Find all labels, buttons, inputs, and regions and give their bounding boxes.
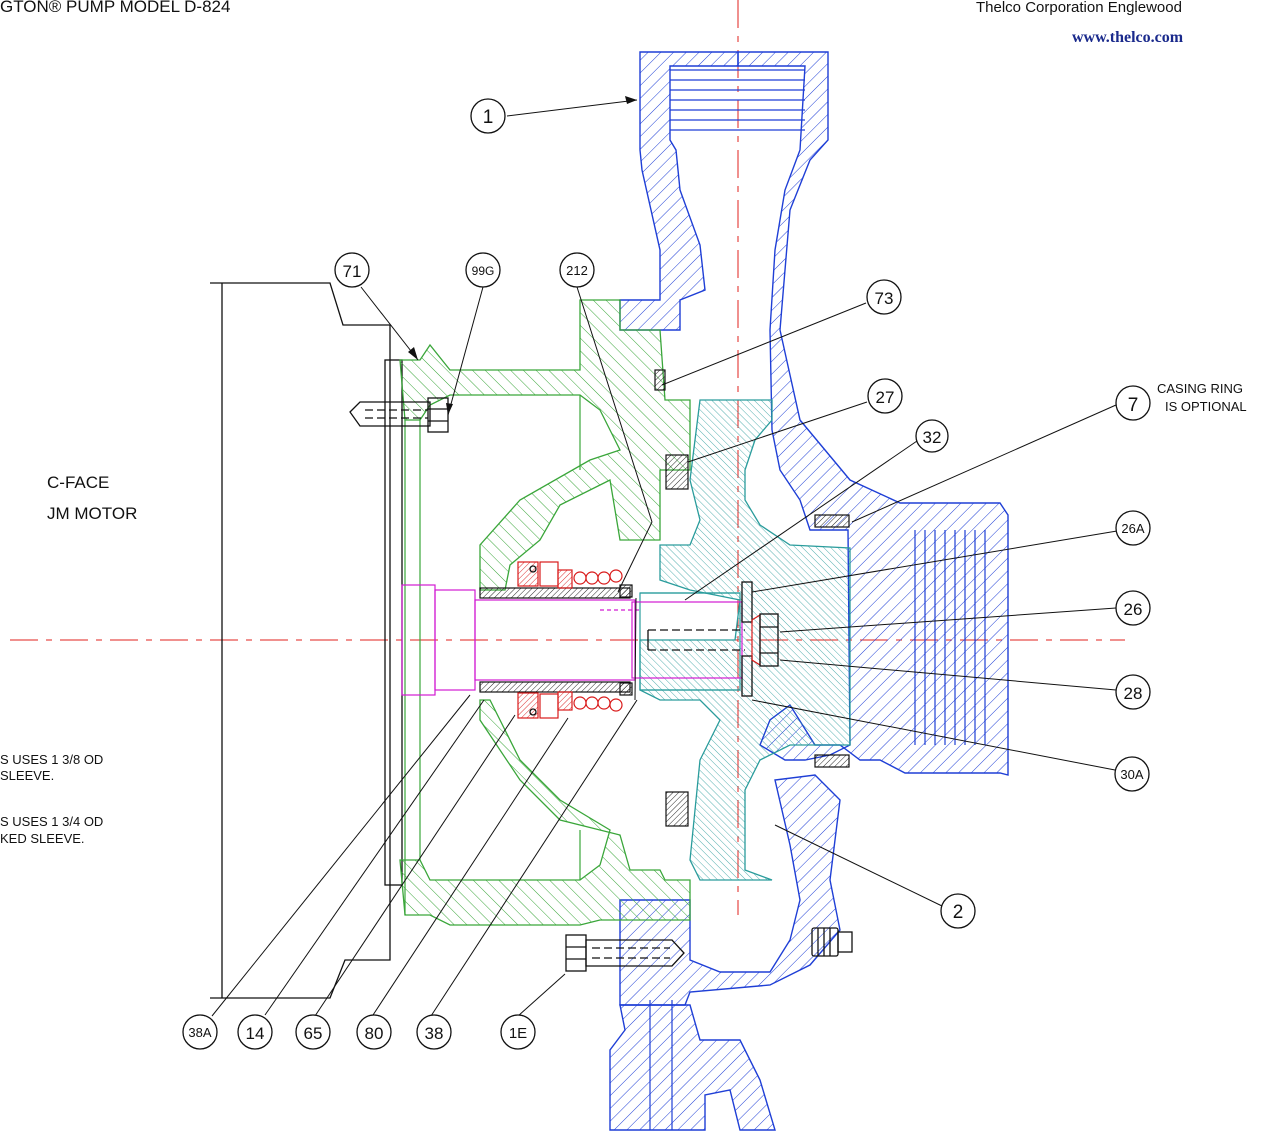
callout-80: 80: [356, 1014, 392, 1050]
svg-text:7: 7: [1128, 395, 1139, 416]
callout-14: 14: [237, 1014, 273, 1050]
callout-2: 2: [940, 893, 976, 929]
leader-lines: [211, 96, 1118, 1017]
callout-30a: 30A: [1114, 756, 1150, 792]
svg-text:65: 65: [304, 1024, 323, 1043]
callout-27: 27: [867, 378, 903, 414]
svg-text:28: 28: [1124, 684, 1143, 703]
svg-text:27: 27: [876, 388, 895, 407]
drain-plug: [811, 927, 853, 957]
svg-text:1: 1: [483, 107, 494, 128]
motor-label-line2: JM MOTOR: [47, 504, 137, 523]
svg-text:32: 32: [923, 428, 942, 447]
callout-1e: 1E: [500, 1014, 536, 1050]
callout-38a: 38A: [182, 1014, 218, 1050]
company-website[interactable]: www.thelco.com: [1072, 29, 1184, 46]
shaft-sleeve: [401, 584, 743, 696]
bolt-1e: [565, 934, 685, 972]
impeller-part-2: [639, 399, 851, 881]
callout-38: 38: [416, 1014, 452, 1050]
svg-text:212: 212: [566, 263, 588, 278]
adapter-part-71: [399, 299, 691, 926]
note-2-line2: KED SLEEVE.: [0, 831, 85, 846]
impeller-bolt-26: [647, 581, 779, 697]
callout-32: 32: [915, 419, 949, 453]
callout-71: 71: [334, 252, 370, 288]
motor-label-line1: C-FACE: [47, 473, 109, 492]
callout-65: 65: [295, 1014, 331, 1050]
note-1-line1: S USES 1 3/8 OD: [0, 752, 103, 767]
wear-ring-27-top: [665, 454, 689, 490]
svg-text:38: 38: [425, 1024, 444, 1043]
callout-212: 212: [559, 252, 595, 288]
svg-text:71: 71: [343, 262, 362, 281]
svg-text:2: 2: [953, 902, 964, 923]
note-2-line1: S USES 1 3/4 OD: [0, 814, 103, 829]
callout-28: 28: [1115, 674, 1151, 710]
wear-ring-27-bottom: [665, 791, 689, 827]
svg-text:26: 26: [1124, 600, 1143, 619]
svg-text:38A: 38A: [188, 1025, 211, 1040]
svg-text:30A: 30A: [1120, 767, 1143, 782]
gasket-73: [654, 369, 666, 391]
casing-ring-7-bottom: [814, 754, 850, 768]
callout-73: 73: [866, 279, 902, 315]
callout-26a: 26A: [1115, 510, 1151, 546]
callout-7: 7: [1115, 385, 1151, 421]
svg-text:14: 14: [246, 1024, 265, 1043]
callout-99g: 99G: [465, 252, 501, 288]
casing-ring-note-line1: CASING RING: [1157, 381, 1243, 396]
company-name: Thelco Corporation Englewood: [976, 0, 1182, 16]
svg-text:80: 80: [365, 1024, 384, 1043]
svg-text:99G: 99G: [472, 264, 495, 278]
mechanical-seal: [479, 561, 633, 719]
callout-26: 26: [1115, 590, 1151, 626]
casing-ring-7-top: [814, 514, 850, 528]
svg-text:26A: 26A: [1121, 521, 1144, 536]
casing-ring-note-line2: IS OPTIONAL: [1165, 399, 1247, 414]
casing-part-1: [609, 51, 1009, 1131]
svg-text:73: 73: [875, 289, 894, 308]
svg-text:1E: 1E: [509, 1025, 527, 1042]
callout-1: 1: [470, 98, 506, 134]
header-title: GTON® PUMP MODEL D-824: [0, 0, 230, 16]
note-1-line2: SLEEVE.: [0, 768, 54, 783]
